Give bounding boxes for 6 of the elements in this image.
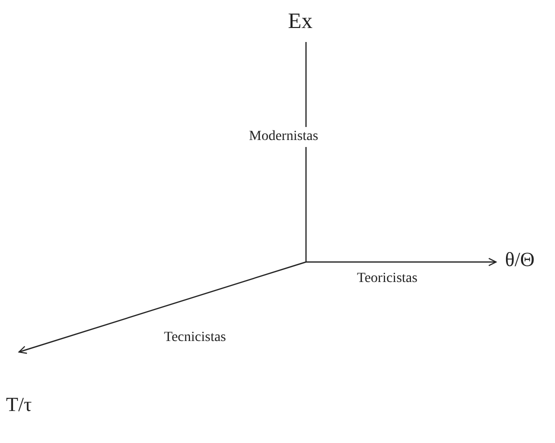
axis-label: θ/Θ [505, 249, 535, 272]
axis-category-label: Modernistas [249, 127, 318, 147]
axis-label: Ex [288, 8, 312, 34]
axis-category-label: Tecnicistas [164, 330, 226, 346]
axis-category-label: Teoricistas [357, 271, 418, 287]
axis-label: T/τ [6, 394, 32, 417]
